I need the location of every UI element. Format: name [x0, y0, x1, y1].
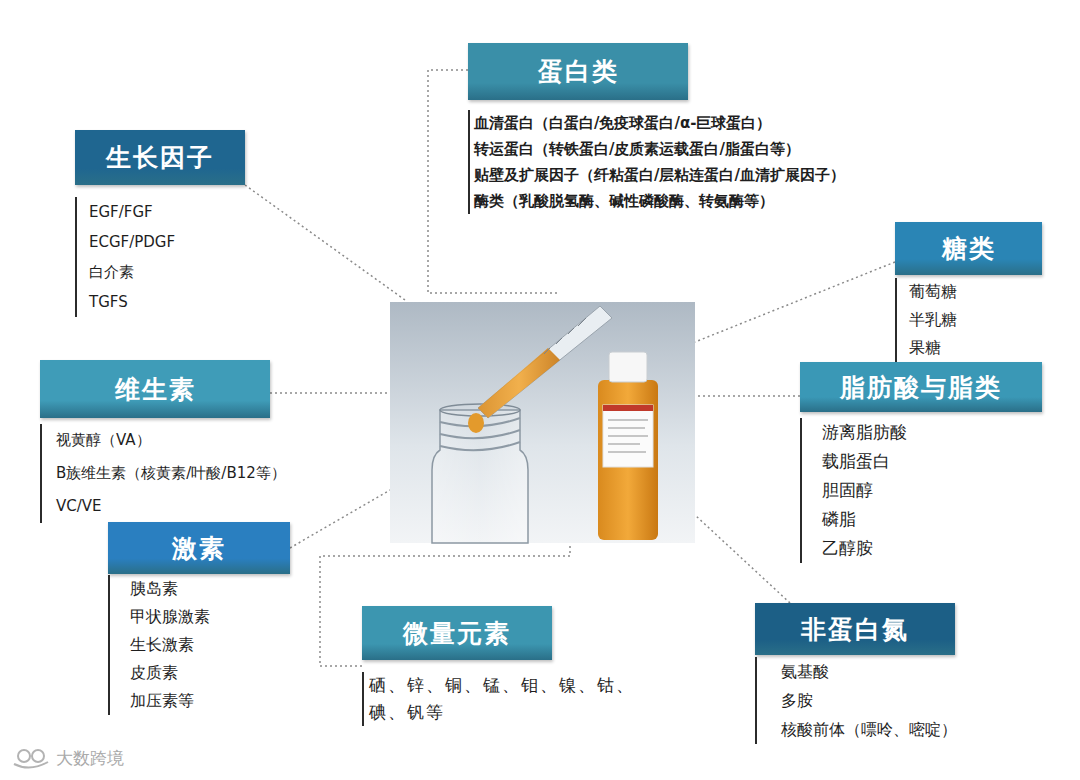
- list-item: 乙醇胺: [822, 534, 1038, 563]
- category-node: 激素胰岛素甲状腺激素生长激素皮质素加压素等: [108, 522, 290, 715]
- photo-background: [390, 302, 695, 543]
- item-list: 胰岛素甲状腺激素生长激素皮质素加压素等: [108, 575, 290, 715]
- list-item: B族维生素（核黄素/叶酸/B12等）: [56, 457, 286, 490]
- category-node: 维生素视黄醇（VA）B族维生素（核黄素/叶酸/B12等）VC/VE: [40, 360, 290, 523]
- category-heading-band: 蛋白类: [468, 43, 688, 100]
- category-node: 非蛋白氮氨基酸多胺核酸前体（嘌呤、嘧啶）: [755, 603, 961, 744]
- category-heading: 维生素: [115, 373, 196, 406]
- category-heading: 微量元素: [403, 617, 511, 650]
- list-item: 胆固醇: [822, 476, 1038, 505]
- list-item: TGFS: [89, 287, 241, 317]
- list-item: EGF/FGF: [89, 197, 241, 227]
- list-item: 加压素等: [130, 687, 286, 715]
- list-item: 生长激素: [130, 631, 286, 659]
- category-heading-band: 微量元素: [362, 606, 552, 660]
- item-list: 游离脂肪酸载脂蛋白胆固醇磷脂乙醇胺: [800, 418, 1042, 563]
- category-heading-band: 非蛋白氮: [755, 603, 955, 655]
- item-list: 硒、锌、铜、锰、钼、镍、钴、 碘、钒等: [362, 672, 654, 726]
- category-heading: 激素: [172, 532, 226, 565]
- list-item: 皮质素: [130, 659, 286, 687]
- list-item: 贴壁及扩展因子（纤粘蛋白/层粘连蛋白/血清扩展因子）: [474, 162, 845, 188]
- pipette: [468, 306, 612, 433]
- category-heading-band: 激素: [108, 522, 290, 574]
- list-item: 甲状腺激素: [130, 603, 286, 631]
- list-item: VC/VE: [56, 490, 286, 523]
- leader-line: [695, 262, 895, 342]
- category-heading-band: 生长因子: [75, 130, 245, 185]
- list-item: 视黄醇（VA）: [56, 424, 286, 457]
- item-list: 血清蛋白（白蛋白/免疫球蛋白/α-巨球蛋白）转运蛋白（转铁蛋白/皮质素运载蛋白/…: [468, 110, 849, 214]
- leader-line: [245, 185, 405, 300]
- list-item: 转运蛋白（转铁蛋白/皮质素运载蛋白/脂蛋白等）: [474, 136, 845, 162]
- category-heading-band: 维生素: [40, 360, 270, 418]
- list-item: 白介素: [89, 257, 241, 287]
- list-item: 磷脂: [822, 505, 1038, 534]
- list-item: 游离脂肪酸: [822, 418, 1038, 447]
- medium-bottle: [598, 352, 658, 540]
- list-item: ECGF/PDGF: [89, 227, 241, 257]
- category-heading-band: 糖类: [895, 222, 1042, 275]
- category-heading: 蛋白类: [538, 55, 619, 88]
- category-heading: 非蛋白氮: [801, 613, 909, 646]
- watermark: 大数跨境: [56, 747, 124, 770]
- category-heading-band: 脂肪酸与脂类: [800, 362, 1042, 412]
- list-item: 氨基酸: [781, 657, 957, 686]
- list-item: 多胺: [781, 686, 957, 715]
- category-node: 生长因子 EGF/FGFECGF/PDGF白介素TGFS: [75, 130, 245, 317]
- list-item: 半乳糖: [909, 306, 1038, 334]
- category-node: 脂肪酸与脂类游离脂肪酸载脂蛋白胆固醇磷脂乙醇胺: [800, 362, 1042, 563]
- category-heading: 生长因子: [106, 141, 214, 174]
- category-heading: 糖类: [942, 232, 996, 265]
- item-list: 氨基酸多胺核酸前体（嘌呤、嘧啶）: [755, 657, 961, 744]
- list-item: 载脂蛋白: [822, 447, 1038, 476]
- item-list: 视黄醇（VA）B族维生素（核黄素/叶酸/B12等）VC/VE: [40, 424, 290, 523]
- item-list: 葡萄糖半乳糖果糖: [895, 278, 1042, 362]
- category-node: 蛋白类血清蛋白（白蛋白/免疫球蛋白/α-巨球蛋白）转运蛋白（转铁蛋白/皮质素运载…: [468, 43, 849, 214]
- leader-line: [695, 395, 800, 397]
- watermark-logo: [14, 750, 48, 768]
- leader-line: [695, 515, 790, 603]
- list-item: 血清蛋白（白蛋白/免疫球蛋白/α-巨球蛋白）: [474, 110, 845, 136]
- category-node: 微量元素硒、锌、铜、锰、钼、镍、钴、 碘、钒等: [362, 606, 654, 726]
- leader-line: [290, 490, 390, 548]
- list-item: 胰岛素: [130, 575, 286, 603]
- list-item: 酶类（乳酸脱氢酶、碱性磷酸酶、转氨酶等）: [474, 188, 845, 214]
- glass-bottle: [432, 404, 528, 543]
- category-node: 糖类葡萄糖半乳糖果糖: [895, 222, 1042, 362]
- leader-line: [270, 392, 390, 394]
- leader-line: [320, 543, 570, 666]
- list-item: 核酸前体（嘌呤、嘧啶）: [781, 715, 957, 744]
- item-list: EGF/FGFECGF/PDGF白介素TGFS: [75, 197, 245, 317]
- list-item: 葡萄糖: [909, 278, 1038, 306]
- list-item: 果糖: [909, 334, 1038, 362]
- category-heading: 脂肪酸与脂类: [840, 371, 1002, 404]
- list-item: 硒、锌、铜、锰、钼、镍、钴、 碘、钒等: [369, 672, 650, 726]
